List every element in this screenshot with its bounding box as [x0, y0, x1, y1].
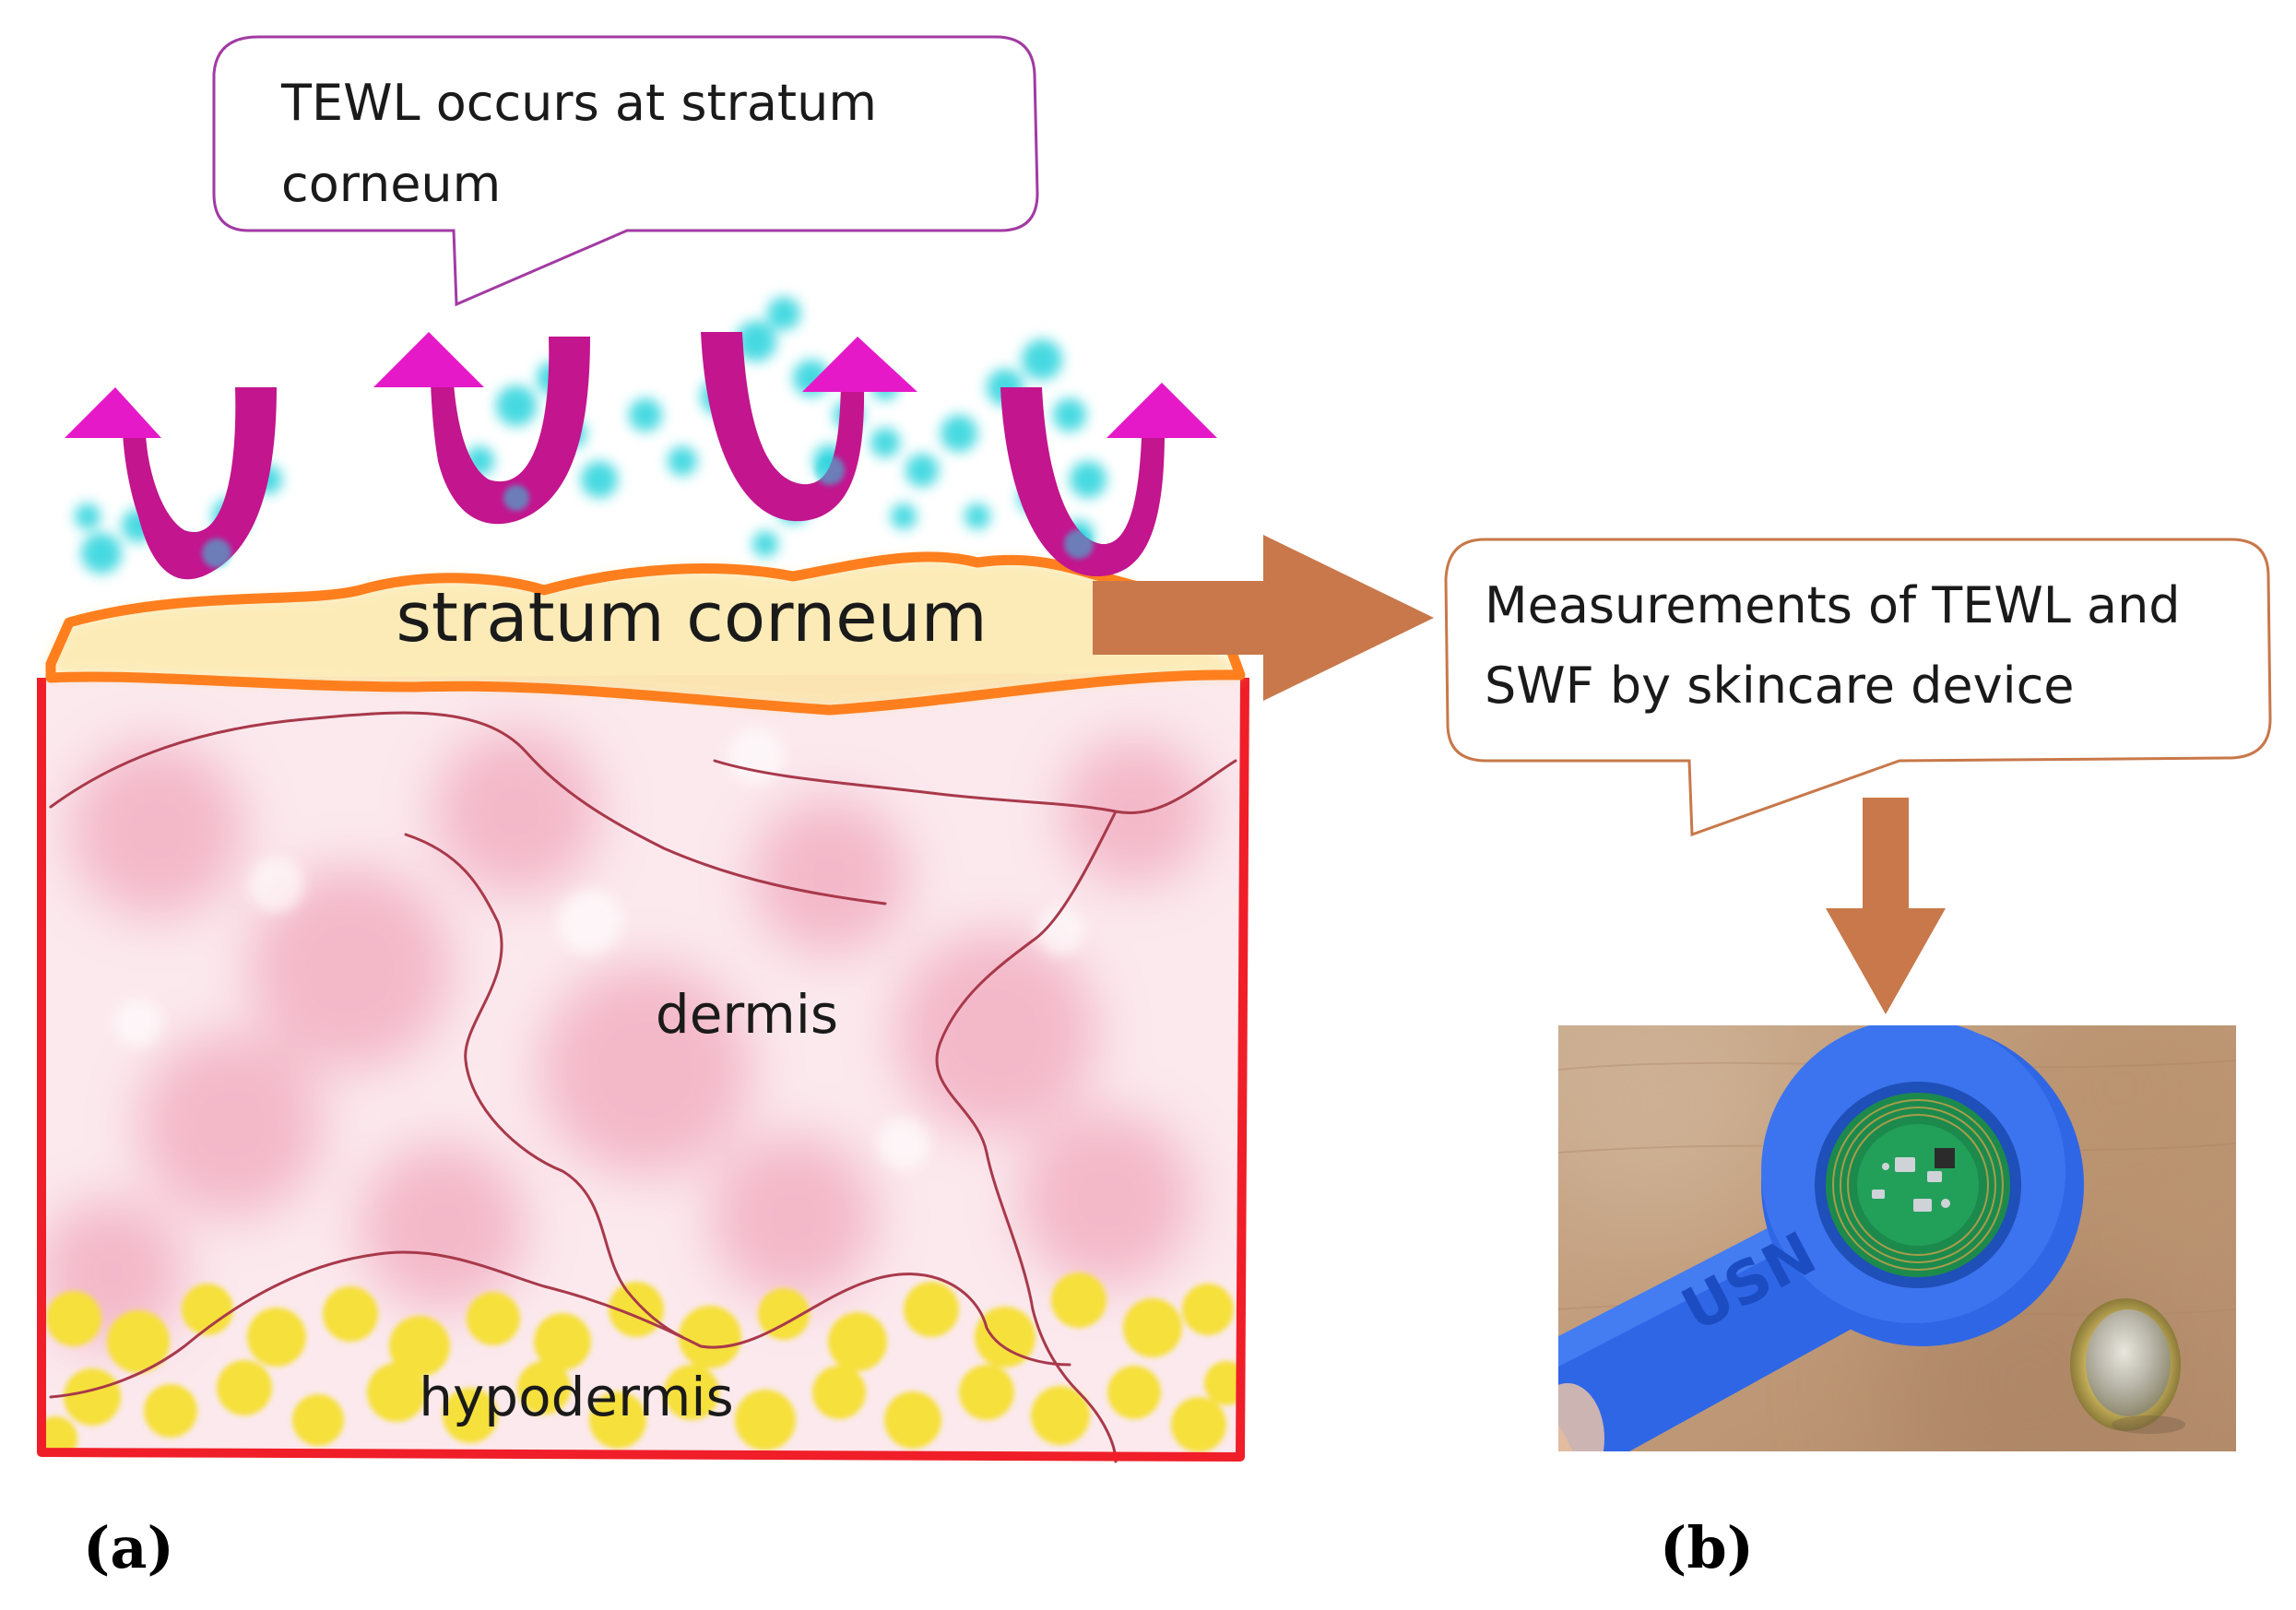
callout-right-bubble — [1444, 538, 2272, 837]
arrow-right — [1093, 535, 1434, 701]
callout-top-line1: TEWL occurs at stratum — [280, 74, 877, 132]
callout-right-line2: SWF by skincare device — [1485, 657, 2074, 715]
dermis-fill — [41, 673, 1245, 1457]
evaporation-arrow-2 — [373, 332, 590, 525]
device-photo: USN — [1558, 1025, 2236, 1451]
vapor-overlay — [202, 456, 1094, 568]
callout-top-line2: corneum — [281, 155, 501, 213]
hypodermis-label: hypodermis — [419, 1366, 734, 1428]
evaporation-arrow-3 — [701, 332, 917, 522]
arrow-down — [1826, 798, 1946, 1014]
dermis-vessels — [49, 711, 1237, 1463]
device-handle — [1558, 1217, 1853, 1451]
skin-outline — [37, 677, 1249, 1462]
evaporation-arrow-1 — [65, 387, 277, 580]
stratum-corneum-label: stratum corneum — [396, 578, 987, 657]
panel-label-b: (b) — [1660, 1514, 1754, 1581]
dermis-label: dermis — [656, 983, 838, 1046]
hypodermis-fat — [41, 1273, 1245, 1457]
callout-right-line1: Measurements of TEWL and — [1485, 576, 2181, 634]
evaporation-arrow-4 — [1000, 383, 1217, 576]
skin-diagram: stratum corneum dermis hypodermis — [37, 297, 1249, 1463]
flow-arrows — [1093, 535, 1946, 1014]
callout-top-bubble — [212, 35, 1039, 307]
callout-top: TEWL occurs at stratum corneum — [212, 35, 1039, 307]
evaporation-arrows — [65, 332, 1217, 580]
stratum-corneum-outline — [45, 551, 1246, 716]
panel-label-a: (a) — [83, 1514, 174, 1581]
callout-right: Measurements of TEWL and SWF by skincare… — [1444, 538, 2272, 837]
